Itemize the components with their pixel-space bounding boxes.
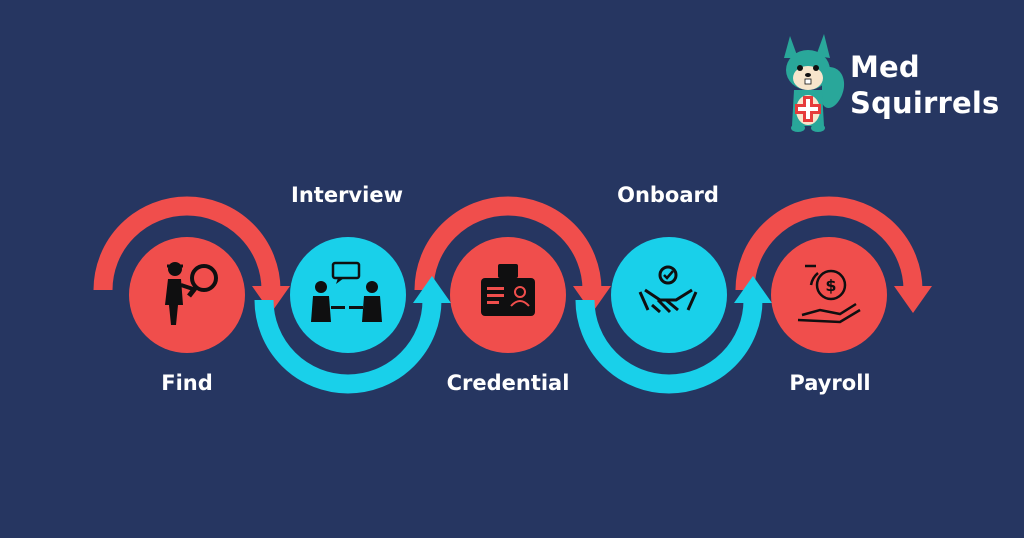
step-label-interview: Interview	[291, 183, 403, 207]
handshake-icon	[638, 265, 698, 314]
step-circle-onboard	[611, 237, 727, 353]
interview-icon	[311, 261, 382, 322]
red-arrowhead-3	[894, 286, 932, 313]
cyan-arc-1	[254, 299, 442, 394]
red-arc-3	[735, 196, 923, 291]
red-arrowhead-1	[252, 286, 290, 313]
brand-name-line2: Squirrels	[850, 86, 1000, 120]
brand-name-line1: Med	[850, 50, 920, 84]
step-label-onboard: Onboard	[617, 183, 719, 207]
step-circle-interview	[290, 237, 406, 353]
step-label-payroll: Payroll	[789, 371, 871, 395]
step-circle-find	[129, 237, 245, 353]
step-label-find: Find	[161, 371, 213, 395]
search-person-icon	[165, 262, 218, 325]
cyan-arrowhead-1	[413, 276, 451, 303]
squirrel-mascot-icon	[784, 34, 845, 132]
red-arc-2	[414, 196, 602, 291]
id-badge-icon	[481, 264, 535, 316]
red-arc-1	[93, 196, 281, 291]
cyan-arrowhead-2	[734, 276, 772, 303]
step-circle-payroll	[771, 237, 887, 353]
cyan-arc-2	[575, 299, 763, 394]
step-label-credential: Credential	[446, 371, 570, 395]
brand-logo: Med Squirrels	[778, 28, 1008, 138]
svg-text:$: $	[825, 276, 836, 295]
red-arrowhead-2	[573, 286, 611, 313]
payroll-hand-icon: $	[797, 264, 861, 324]
